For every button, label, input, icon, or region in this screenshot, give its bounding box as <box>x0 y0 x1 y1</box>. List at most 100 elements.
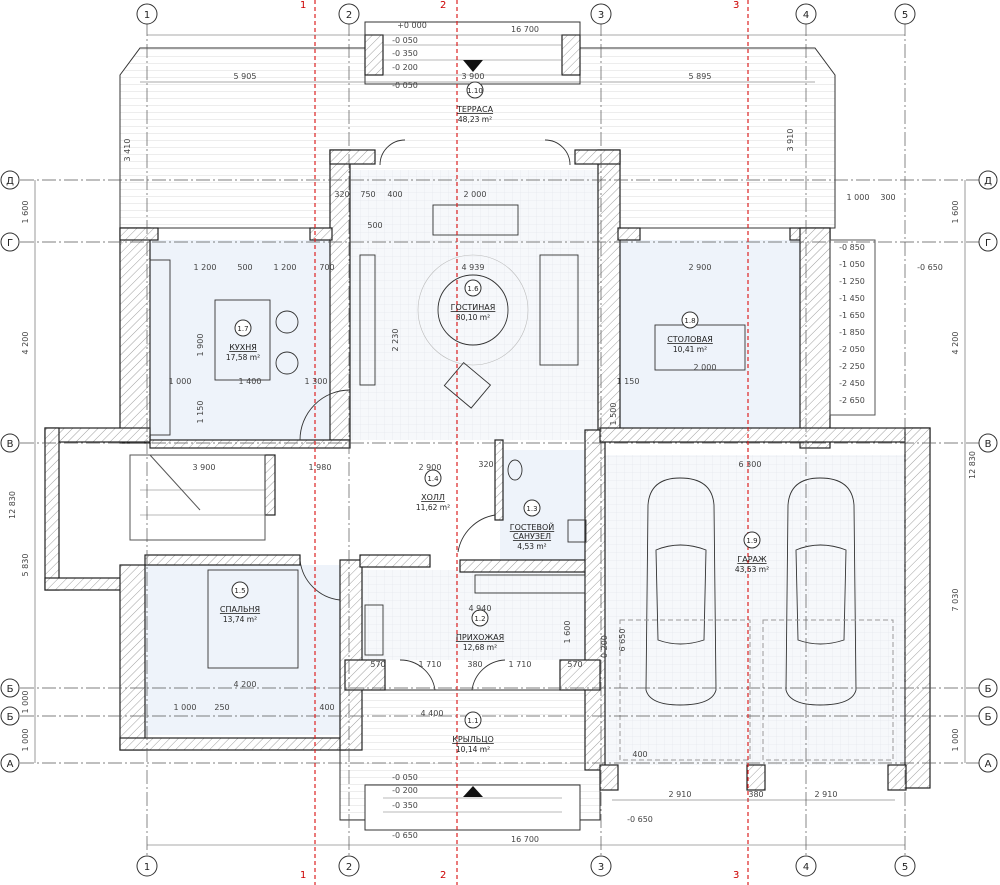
dimension-label: 2 000 <box>464 190 487 199</box>
dimension-label: 16 700 <box>511 835 539 844</box>
axis-label: Г <box>7 238 13 249</box>
dimension-label: 5 895 <box>689 72 712 81</box>
room-number: 1.4 <box>427 475 439 483</box>
axis-label: 3 <box>598 10 604 21</box>
stair-level-mark: -2 050 <box>839 345 865 354</box>
level-mark: -0 050 <box>392 81 418 90</box>
axis-label: 5 <box>902 10 908 21</box>
walls <box>44 149 931 791</box>
level-mark: -0 650 <box>627 815 653 824</box>
section-lines: 1 2 3 1 2 3 <box>300 0 749 885</box>
dimension-label: 3 900 <box>193 463 216 472</box>
room-name: ХОЛЛ <box>421 493 445 502</box>
dimension-label: 16 700 <box>511 25 539 34</box>
toilet <box>507 459 523 481</box>
room-number-marker <box>523 499 541 517</box>
axis-label: А <box>985 759 992 770</box>
garage-area <box>605 455 905 765</box>
stair-level-mark: -1 050 <box>839 260 865 269</box>
room-name: ГОСТЕВОЙ <box>510 521 554 532</box>
living-area <box>350 170 600 440</box>
dimension-label: 1 300 <box>305 377 328 386</box>
level-mark: -0 200 <box>600 635 609 661</box>
section-label: 2 <box>440 0 446 11</box>
axis-label: 4 <box>803 862 809 873</box>
level-mark: +0 000 <box>397 21 427 30</box>
room-name: ТЕРРАСА <box>456 105 494 114</box>
dimension-label: 2 000 <box>694 363 717 372</box>
room-number-marker <box>424 469 442 487</box>
room-number: 1.9 <box>746 537 757 545</box>
dimension-label: 570 <box>370 660 385 669</box>
entry-arrow-icon <box>463 786 483 797</box>
room-area: 12,68 m² <box>463 643 497 652</box>
car <box>785 477 857 706</box>
dimension-label: 500 <box>367 221 382 230</box>
dimension-label: 3 910 <box>786 129 795 152</box>
dimension-label: 1 710 <box>509 660 532 669</box>
room-number-marker <box>464 711 482 729</box>
dimension-label: 6 650 <box>618 629 627 652</box>
room-number: 1.6 <box>467 285 479 293</box>
dimension-label: 4 200 <box>951 332 960 355</box>
section-label: 3 <box>733 870 739 881</box>
room-number: 1.8 <box>684 317 695 325</box>
dimension-label: 700 <box>319 263 334 272</box>
room-number: 1.1 <box>467 717 478 725</box>
dimension-label: 1 200 <box>194 263 217 272</box>
dimension-label: 12 830 <box>968 451 977 479</box>
axis-label: 5 <box>902 862 908 873</box>
room-number: 1.10 <box>467 87 483 95</box>
furniture <box>129 139 894 761</box>
dimension-label: 1 900 <box>196 334 205 357</box>
axis-label: 3 <box>598 862 604 873</box>
dimension-label: 750 <box>360 190 375 199</box>
sink <box>567 519 587 543</box>
dimension-label: 12 830 <box>8 491 17 519</box>
axis-label: А <box>7 759 14 770</box>
axis-label: 2 <box>346 862 352 873</box>
room-area: 10,41 m² <box>673 345 707 354</box>
dimension-label: 400 <box>319 703 334 712</box>
axis-label: Г <box>985 238 991 249</box>
dimension-label: 1 000 <box>169 377 192 386</box>
room-area: 17,58 m² <box>226 353 260 362</box>
stair-level-mark: -1 650 <box>839 311 865 320</box>
stair-level-mark: -1 850 <box>839 328 865 337</box>
kitchen-counter <box>149 259 171 436</box>
room-number: 1.2 <box>474 615 485 623</box>
room-name: САНУЗЕЛ <box>513 532 551 541</box>
dimension-label: 1 000 <box>21 729 30 752</box>
section-label: 2 <box>440 870 446 881</box>
dimension-label: 1 600 <box>951 201 960 224</box>
room-area: 10,14 m² <box>456 745 490 754</box>
dimension-label: 1 150 <box>196 401 205 424</box>
axis-label: В <box>7 439 14 450</box>
kitchen-island <box>214 299 271 381</box>
stair-level-mark: -2 450 <box>839 379 865 388</box>
car <box>645 477 717 706</box>
level-mark: -0 650 <box>917 263 943 272</box>
dimension-label: 320 <box>334 190 349 199</box>
terrace <box>119 21 836 229</box>
room-number: 1.3 <box>526 505 537 513</box>
axis-label: 4 <box>803 10 809 21</box>
dimension-label: 2 230 <box>391 329 400 352</box>
axis-label: 2 <box>346 10 352 21</box>
dimension-lines <box>34 34 966 846</box>
wc-area <box>500 450 595 560</box>
dimension-label: 250 <box>214 703 229 712</box>
dimension-label: 400 <box>387 190 402 199</box>
dimension-label: 2 910 <box>669 790 692 799</box>
dimension-label: 1 980 <box>309 463 332 472</box>
sofa <box>432 204 519 236</box>
grid-axes: 1 2 3 4 5 1 2 3 4 5 Д Г В Б Б А Д Г В Б … <box>0 3 998 877</box>
bed <box>207 569 299 669</box>
dimension-label: 4 940 <box>469 604 492 613</box>
dimension-label: 7 030 <box>951 589 960 612</box>
room-area: 43,53 m² <box>735 565 769 574</box>
axis-label: Б <box>985 712 992 723</box>
room-name: КРЫЛЬЦО <box>452 735 494 744</box>
